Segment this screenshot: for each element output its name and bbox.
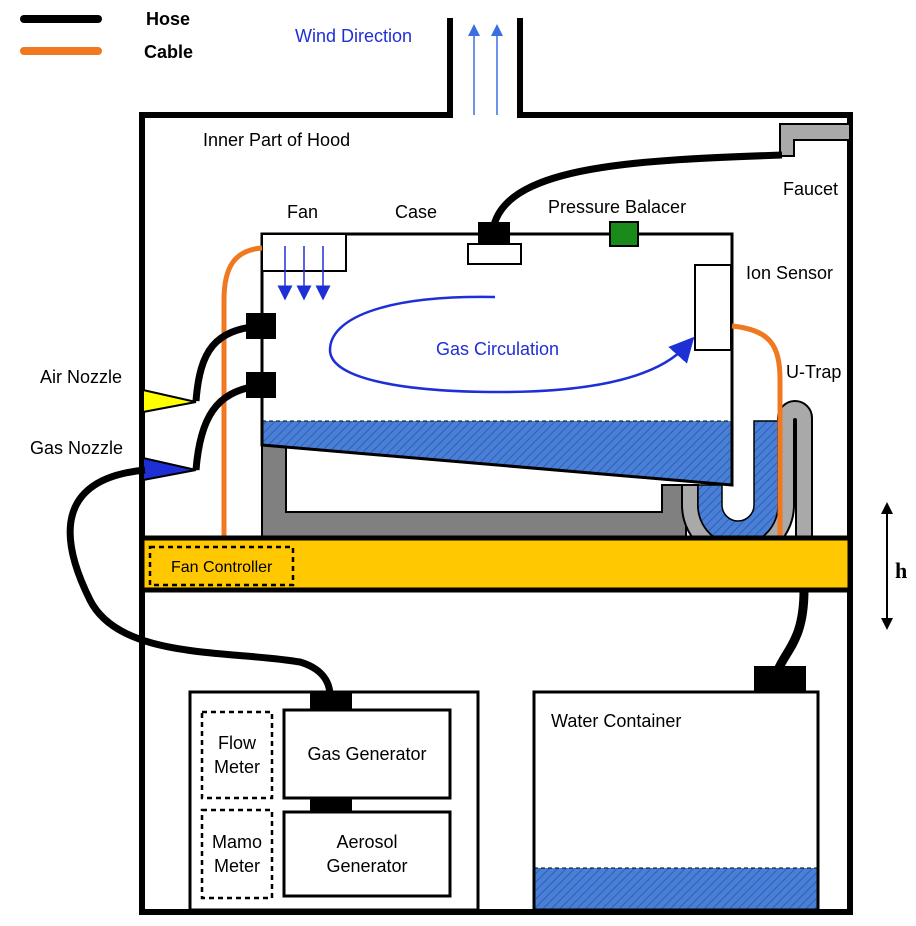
- wind-direction-label: Wind Direction: [295, 26, 412, 46]
- air-nozzle-label: Air Nozzle: [40, 367, 122, 387]
- flow-meter-label-line2: Meter: [214, 757, 260, 777]
- water-container-water: [534, 868, 818, 910]
- aerosol-generator-label-line2: Generator: [326, 856, 407, 876]
- height-marker: [881, 502, 893, 630]
- gas-nozzle-connector: [246, 372, 276, 398]
- inner-part-of-hood-label: Inner Part of Hood: [203, 130, 350, 150]
- hood-outline: [139, 18, 853, 915]
- gas-generator-connector: [310, 692, 352, 710]
- water-container: [532, 690, 820, 912]
- flow-meter: [200, 710, 274, 800]
- gas-nozzle-label: Gas Nozzle: [30, 438, 123, 458]
- legend: Hose Cable: [20, 9, 193, 62]
- gas-circulation-label: Gas Circulation: [436, 339, 559, 359]
- gas-generator-hose: [66, 466, 334, 697]
- mamo-meter-label-line1: Mamo: [212, 832, 262, 852]
- water-container-connector: [754, 666, 806, 692]
- ion-sensor-label: Ion Sensor: [746, 263, 833, 283]
- faucet-hose: [490, 151, 783, 227]
- faucet-label: Faucet: [783, 179, 838, 199]
- pressure-balancer-label: Pressure Balacer: [548, 197, 686, 217]
- case-label: Case: [395, 202, 437, 222]
- fan-airflow-arrows: [277, 246, 331, 301]
- mamo-meter: [200, 808, 274, 900]
- legend-hose-label: Hose: [146, 9, 190, 29]
- flow-meter-label-line1: Flow: [218, 733, 257, 753]
- aerosol-generator: [282, 810, 452, 898]
- water-container-label: Water Container: [551, 711, 681, 731]
- legend-cable-label: Cable: [144, 42, 193, 62]
- air-nozzle-connector: [246, 313, 276, 339]
- mamo-meter-label-line2: Meter: [214, 856, 260, 876]
- fan-cable: [221, 245, 263, 538]
- ion-sensor: [694, 264, 732, 351]
- gas-nozzle-hose: [192, 382, 261, 471]
- aerosol-generator-label-line1: Aerosol: [336, 832, 397, 852]
- fan-label: Fan: [287, 202, 318, 222]
- case-water: [262, 421, 732, 485]
- gas-generator: [282, 708, 452, 800]
- wind-arrows: [468, 24, 503, 115]
- pressure-balancer: [609, 221, 639, 247]
- u-trap-label: U-Trap: [786, 362, 841, 382]
- air-nozzle: [142, 388, 197, 414]
- case-hose-connector: [478, 222, 510, 246]
- water-container-hose: [773, 589, 809, 672]
- fan-controller: [148, 545, 295, 587]
- gas-generator-label: Gas Generator: [307, 744, 426, 764]
- gas-circulation-arrow: [328, 295, 695, 394]
- fan-controller-label: Fan Controller: [171, 559, 273, 576]
- generator-link: [310, 798, 352, 812]
- case-inlet-block: [467, 243, 522, 265]
- gas-nozzle: [142, 456, 197, 482]
- height-label: h: [895, 558, 907, 583]
- faucet: [779, 123, 851, 157]
- ion-sensor-cable: [731, 323, 783, 538]
